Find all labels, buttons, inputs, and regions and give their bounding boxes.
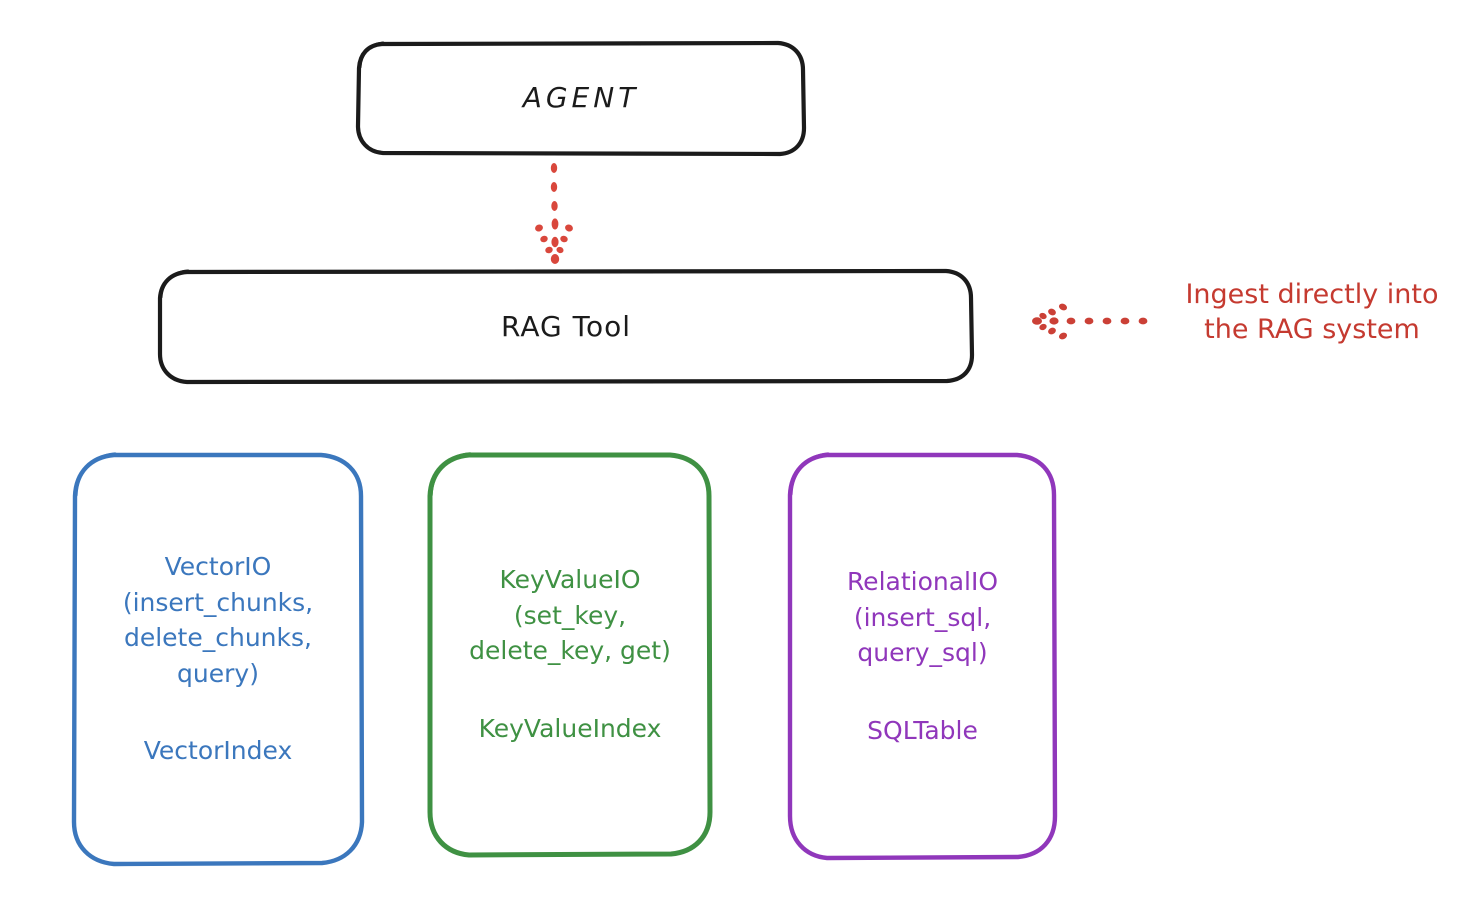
node-key-value-io[interactable]: KeyValueIO (set_key, delete_key, get) Ke… <box>425 450 715 858</box>
node-relational-io-secondary-label: SQLTable <box>867 715 978 745</box>
node-rag-tool-label: RAG Tool <box>501 309 631 343</box>
node-relational-io[interactable]: RelationalIO (insert_sql, query_sql) SQL… <box>785 450 1060 862</box>
node-relational-io-primary-label: RelationalIO (insert_sql, query_sql) <box>846 567 999 667</box>
node-vector-io-secondary-label: VectorIndex <box>143 736 293 766</box>
node-agent[interactable]: AGENT <box>355 40 807 157</box>
node-key-value-io-primary-label: KeyValueIO (set_key, delete_key, get) <box>469 565 671 665</box>
ingest-annotation: Ingest directly into the RAG system <box>1185 279 1439 345</box>
node-key-value-io-secondary-label: KeyValueIndex <box>478 713 662 743</box>
connector-agent-to-rag-tool <box>535 163 573 264</box>
node-rag-tool[interactable]: RAG Tool <box>157 268 975 385</box>
node-agent-label: AGENT <box>522 81 640 115</box>
node-vector-io-primary-label: VectorIO (insert_chunks, delete_chunks, … <box>122 552 314 688</box>
connector-ingest-arrow <box>1032 303 1148 340</box>
node-vector-io[interactable]: VectorIO (insert_chunks, delete_chunks, … <box>70 450 366 868</box>
